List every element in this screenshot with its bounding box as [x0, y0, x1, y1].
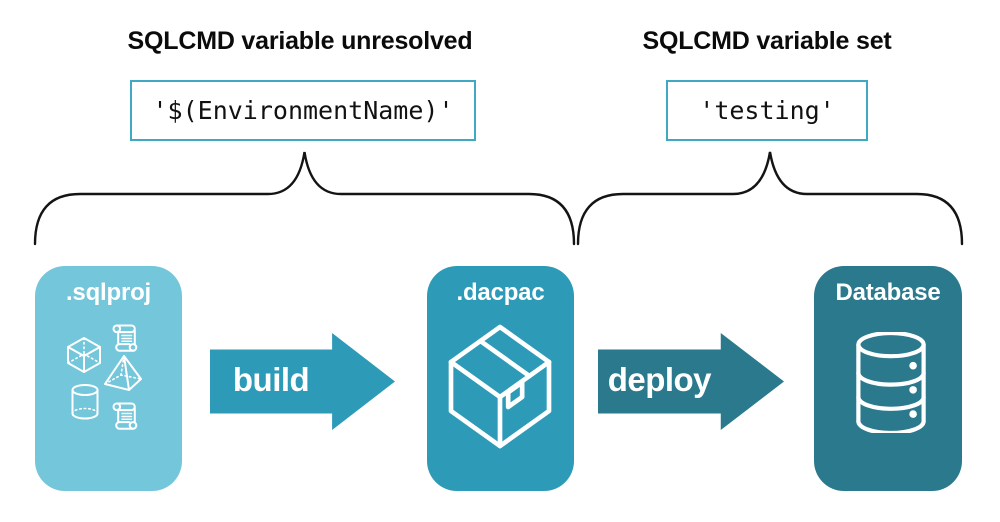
pyramid-icon — [104, 355, 142, 391]
node-database: Database — [814, 266, 962, 491]
code-box-set: 'testing' — [666, 80, 868, 141]
script-scroll-icon — [112, 402, 138, 430]
build-arrow-label: build — [232, 361, 310, 398]
build-arrow: build — [210, 333, 395, 430]
left-curly-brace — [33, 151, 576, 246]
cylinder-icon — [71, 384, 99, 420]
package-box-icon — [448, 324, 552, 449]
node-label-sqlproj: .sqlproj — [65, 279, 152, 306]
node-label-dacpac: .dacpac — [456, 279, 545, 306]
right-curly-brace — [576, 151, 964, 246]
database-cylinder-icon — [856, 332, 926, 433]
node-dacpac: .dacpac — [427, 266, 574, 491]
code-value-set: 'testing' — [699, 96, 835, 125]
code-value-unresolved: '$(EnvironmentName)' — [152, 96, 454, 125]
node-label-database: Database — [835, 279, 941, 306]
code-box-unresolved: '$(EnvironmentName)' — [130, 80, 476, 141]
deploy-arrow: deploy — [598, 333, 784, 430]
cube-icon — [67, 337, 101, 373]
deploy-arrow-label: deploy — [607, 361, 712, 398]
node-sqlproj: .sqlproj — [35, 266, 182, 491]
sql-objects-icons — [67, 324, 142, 430]
annotation-title-unresolved: SQLCMD variable unresolved — [127, 27, 473, 55]
script-scroll-icon — [112, 324, 138, 352]
annotation-title-set: SQLCMD variable set — [642, 27, 892, 55]
